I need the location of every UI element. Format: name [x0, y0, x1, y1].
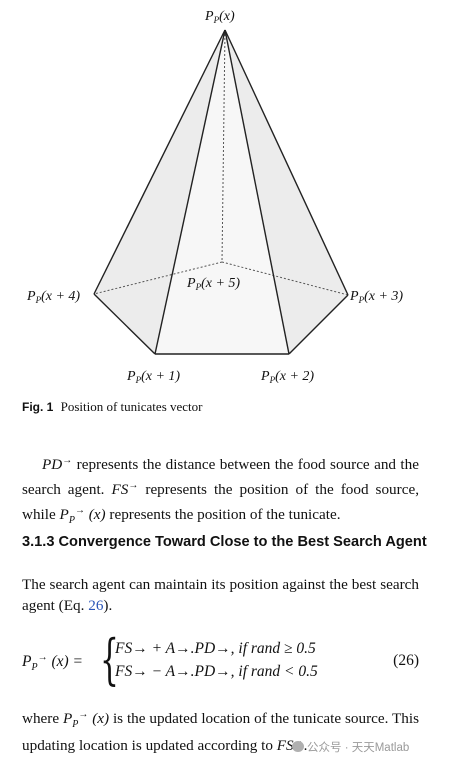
watermark-text: 公众号 · 天天Matlab — [307, 742, 410, 754]
text-run: represents the position of the tunicate. — [105, 506, 341, 523]
text-run: . — [303, 737, 308, 754]
symbol-pp: P — [62, 710, 73, 727]
text-run: represents the distance between the food… — [22, 456, 419, 498]
label-left: PP(x + 4) — [26, 289, 80, 305]
text-run: is the updated location of the tunicate … — [22, 710, 419, 754]
section-heading: 3.1.3 Convergence Toward Close to the Be… — [22, 534, 427, 550]
subscript: P — [31, 662, 38, 673]
solid-edges — [93, 29, 349, 355]
label-right: PP(x + 3) — [349, 289, 403, 305]
equation-reference-link[interactable]: 26 — [88, 597, 104, 614]
hidden-edges — [93, 29, 349, 296]
symbol-pd: PD — [42, 456, 63, 473]
text-run: ). — [103, 597, 113, 614]
equation-number: (26) — [393, 652, 419, 669]
label-top: PP(x) — [204, 9, 235, 25]
text-run: represents the position of the food sour… — [22, 481, 419, 523]
front-face — [155, 30, 289, 354]
vector-arrow: → — [74, 505, 85, 516]
symbol-fs: FS — [276, 737, 294, 754]
vector-arrow: → — [62, 455, 73, 466]
argument: (x) — [84, 506, 106, 523]
vector-arrow: → — [78, 709, 89, 720]
text-run: The search agent can maintain its positi… — [22, 576, 419, 614]
subscript: P — [68, 515, 75, 526]
vector-arrow: → — [37, 652, 48, 663]
symbol-fs: FS — [111, 481, 129, 498]
vector-arrow: → — [128, 480, 139, 491]
symbol-p: P — [22, 653, 32, 670]
label-bottom-left: PP(x + 1) — [126, 369, 180, 385]
caption-text: Position of tunicates vector — [60, 399, 203, 414]
symbol-pp: P — [59, 506, 69, 523]
right-face — [225, 30, 348, 354]
equation-lhs: PP→ (x) = — [22, 652, 83, 673]
tunicate-position-figure: PP(x) PP(x + 4) PP(x + 3) PP(x + 5) PP(x… — [26, 9, 403, 385]
equation-case-1: FS→ + A→.PD→, if rand ≥ 0.5 — [115, 640, 316, 657]
figure-number: Fig. 1 — [22, 400, 54, 414]
left-brace: { — [100, 628, 119, 691]
label-center: PP(x + 5) — [186, 276, 240, 292]
left-face — [94, 30, 225, 354]
paragraph-convergence: The search agent can maintain its positi… — [22, 574, 419, 616]
paragraph-definitions: PD→ represents the distance between the … — [22, 450, 419, 527]
argument: (x) = — [47, 653, 83, 670]
watermark: 公众号 · 天天Matlab — [292, 739, 409, 755]
wechat-icon — [292, 741, 304, 752]
subscript: P — [72, 719, 79, 730]
paragraph-update: where PP→ (x) is the updated location of… — [22, 704, 419, 756]
text-run: where — [22, 710, 63, 727]
equation-case-2: FS→ − A→.PD→, if rand < 0.5 — [115, 663, 318, 680]
equation-26: PP→ (x) = { FS→ + A→.PD→, if rand ≥ 0.5 … — [22, 628, 419, 691]
argument: (x) — [88, 710, 110, 727]
label-bottom-right: PP(x + 2) — [260, 369, 314, 385]
figure-caption: Fig. 1 Position of tunicates vector — [22, 399, 202, 415]
